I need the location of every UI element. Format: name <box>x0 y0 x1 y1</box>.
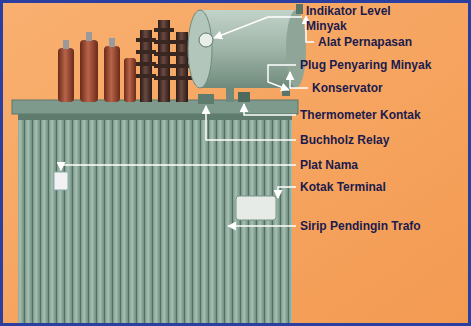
part-label: Indikator Level Minyak <box>306 4 416 34</box>
leader-lines <box>61 16 314 226</box>
part-label: Konservator <box>312 81 383 96</box>
bushings-lv <box>58 32 136 102</box>
bushings-hv <box>136 20 192 102</box>
part-label: Plat Nama <box>300 158 358 173</box>
terminal-box <box>236 196 276 220</box>
part-label: Alat Pernapasan <box>318 35 412 50</box>
cooling-fins <box>18 112 292 323</box>
conservator <box>188 4 306 102</box>
buchholz-relay <box>198 94 214 104</box>
name-plate <box>54 172 68 190</box>
part-label: Sirip Pendingin Trafo <box>300 219 421 234</box>
part-label: Buchholz Relay <box>300 133 389 148</box>
part-label: Thermometer Kontak <box>300 108 421 123</box>
tank-cover <box>12 100 298 114</box>
part-label: Kotak Terminal <box>300 180 386 195</box>
part-label: Plug Penyaring Minyak <box>300 58 431 73</box>
thermometer <box>238 92 250 102</box>
